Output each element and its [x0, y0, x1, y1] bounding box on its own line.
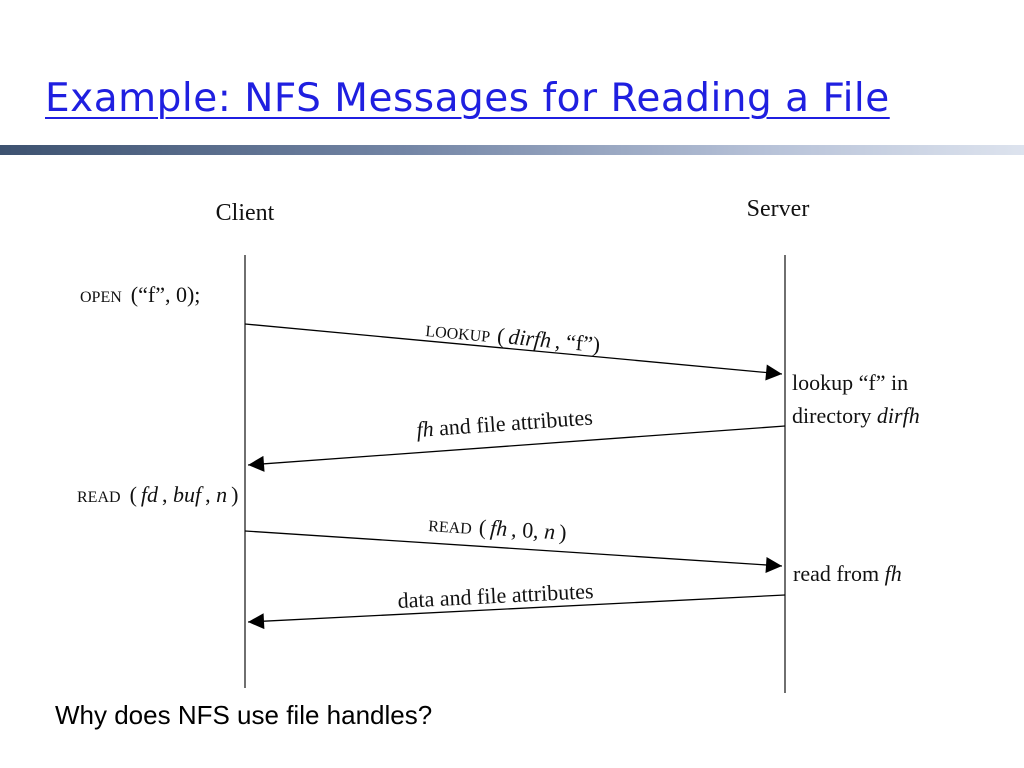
open-call-name: OPEN [80, 289, 122, 306]
lookup-message-arg-dirfh: dirfh [507, 324, 552, 353]
lookup-message-label: LOOKUP ( dirfh , “f”) [425, 316, 602, 357]
lookup-reply-arrow [247, 425, 786, 472]
open-call-args: (“f”, 0); [131, 282, 201, 307]
read-reply-arrow [247, 594, 786, 630]
read-call-arg-fd: fd [141, 482, 159, 507]
open-call: OPEN (“f”, 0); [80, 282, 200, 307]
fh-reply-label: fh and file attributes [416, 404, 594, 442]
read-call-name: READ [77, 489, 121, 506]
server-read-action: read from fh [793, 561, 902, 586]
read-call-arg-n: n [216, 482, 227, 507]
read-message-label: READ ( fh , 0, n ) [428, 511, 568, 545]
lookup-request-arrow [244, 323, 783, 381]
title-divider-bar [0, 145, 1024, 155]
discussion-question: Why does NFS use file handles? [55, 700, 433, 730]
read-request-arrow [244, 530, 783, 573]
read-call-arg-buf: buf [173, 482, 204, 507]
fh-reply-var: fh [416, 416, 435, 442]
server-lookup-line1: lookup “f” in [792, 370, 908, 395]
read-call: READ ( fd , buf , n ) [77, 482, 238, 507]
server-lookup-line2: directory dirfh [792, 403, 920, 428]
data-reply-label: data and file attributes [397, 578, 594, 613]
server-header: Server [747, 196, 810, 222]
client-header: Client [216, 200, 275, 226]
slide-title: Example: NFS Messages for Reading a File [45, 76, 890, 121]
